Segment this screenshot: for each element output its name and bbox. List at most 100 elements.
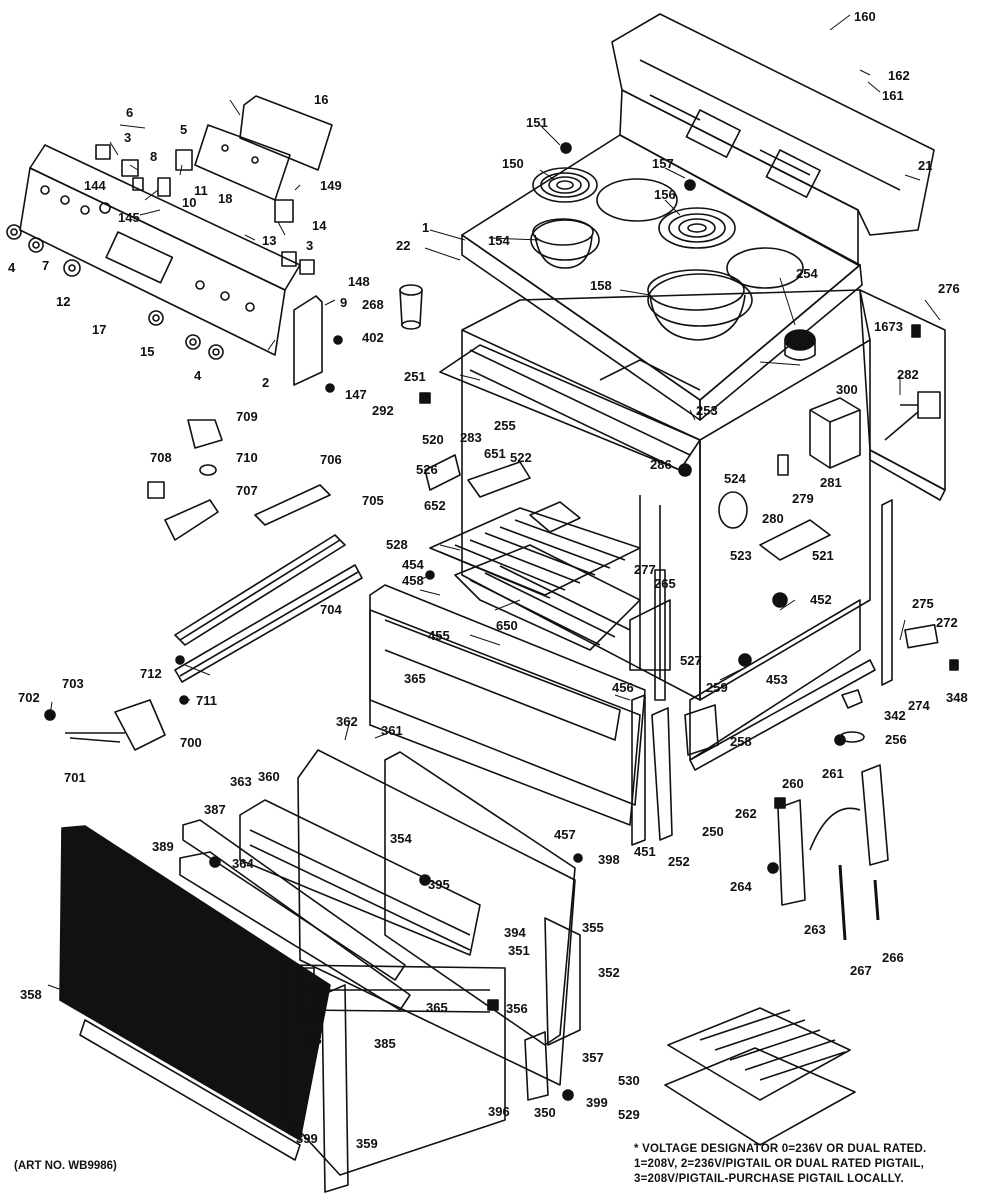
label-160: 160 xyxy=(854,9,876,24)
label-402: 402 xyxy=(362,330,384,345)
label-385: 385 xyxy=(374,1036,396,1051)
label-651: 651 xyxy=(484,446,506,461)
oven-body xyxy=(439,289,871,701)
label-357: 357 xyxy=(582,1050,604,1065)
label-283: 283 xyxy=(460,430,482,445)
part-labels: 1 2 3 3 4 4 5 6 7 8 9 10 11 12 13 14 15 … xyxy=(8,9,968,1151)
door-frame-352 xyxy=(384,751,576,1046)
label-150: 150 xyxy=(502,156,524,171)
thermostat xyxy=(884,391,941,441)
label-451: 451 xyxy=(634,844,656,859)
label-9: 9 xyxy=(340,295,347,310)
label-701: 701 xyxy=(64,770,86,785)
label-8: 8 xyxy=(150,149,157,164)
label-4a: 4 xyxy=(8,260,16,275)
label-705: 705 xyxy=(362,493,384,508)
label-454: 454 xyxy=(402,557,424,572)
surface-unit-150 xyxy=(540,172,590,198)
label-256: 256 xyxy=(885,732,907,747)
footnote-line-2: 1=208V, 2=236V/PIGTAIL OR DUAL RATED PIG… xyxy=(634,1158,924,1170)
label-703: 703 xyxy=(62,676,84,691)
label-251: 251 xyxy=(404,369,426,384)
label-364: 364 xyxy=(232,856,254,871)
voltage-footnote: * VOLTAGE DESIGNATOR 0=236V OR DUAL RATE… xyxy=(634,1142,926,1187)
label-260: 260 xyxy=(782,776,804,791)
label-389: 389 xyxy=(152,839,174,854)
cooktop xyxy=(461,134,863,421)
label-708: 708 xyxy=(150,450,172,465)
door-seal-355 xyxy=(544,917,581,1046)
label-526: 526 xyxy=(416,462,438,477)
oven-door-outer xyxy=(369,584,646,826)
label-15: 15 xyxy=(140,344,154,359)
label-156: 156 xyxy=(654,187,676,202)
side-rails xyxy=(174,484,363,683)
label-22: 22 xyxy=(396,238,410,253)
label-530: 530 xyxy=(618,1073,640,1088)
label-145: 145 xyxy=(118,210,140,225)
label-272: 272 xyxy=(936,615,958,630)
label-452: 452 xyxy=(810,592,832,607)
label-281: 281 xyxy=(820,475,842,490)
label-250: 250 xyxy=(702,824,724,839)
knobs xyxy=(6,224,224,360)
label-12: 12 xyxy=(56,294,70,309)
label-399b: 399 xyxy=(586,1095,608,1110)
label-355: 355 xyxy=(582,920,604,935)
leveler-bracket xyxy=(904,623,939,649)
door-hinge-right xyxy=(777,689,889,941)
broiler-element xyxy=(467,461,531,498)
backsplash xyxy=(611,13,935,266)
label-14: 14 xyxy=(312,218,327,233)
door-lock-assembly xyxy=(147,419,223,541)
label-3a: 3 xyxy=(124,130,131,145)
label-457: 457 xyxy=(554,827,576,842)
label-277: 277 xyxy=(634,562,656,577)
label-276: 276 xyxy=(938,281,960,296)
label-529: 529 xyxy=(618,1107,640,1122)
label-147: 147 xyxy=(345,387,367,402)
label-704: 704 xyxy=(320,602,342,617)
door-handle xyxy=(321,984,349,1193)
label-4b: 4 xyxy=(194,368,202,383)
label-282: 282 xyxy=(897,367,919,382)
label-268: 268 xyxy=(362,297,384,312)
door-outer-panel xyxy=(284,964,506,1176)
oven-light-socket xyxy=(718,491,748,529)
label-13: 13 xyxy=(262,233,276,248)
label-300: 300 xyxy=(836,382,858,397)
label-528: 528 xyxy=(386,537,408,552)
label-252: 252 xyxy=(668,854,690,869)
label-456: 456 xyxy=(612,680,634,695)
label-342: 342 xyxy=(884,708,906,723)
label-399a: 399 xyxy=(296,1131,318,1146)
label-253: 253 xyxy=(696,403,718,418)
door-hinge-bracket xyxy=(424,454,461,491)
label-458: 458 xyxy=(402,573,424,588)
label-351: 351 xyxy=(508,943,530,958)
label-523: 523 xyxy=(730,548,752,563)
label-154: 154 xyxy=(488,233,510,248)
label-148: 148 xyxy=(348,274,370,289)
label-361: 361 xyxy=(381,723,403,738)
label-350: 350 xyxy=(534,1105,556,1120)
label-263: 263 xyxy=(804,922,826,937)
label-455: 455 xyxy=(428,628,450,643)
light-shield xyxy=(759,519,831,561)
label-149: 149 xyxy=(320,178,342,193)
label-254: 254 xyxy=(796,266,818,281)
vent-duct xyxy=(399,284,423,330)
label-520: 520 xyxy=(422,432,444,447)
label-280: 280 xyxy=(762,511,784,526)
label-652: 652 xyxy=(424,498,446,513)
label-527: 527 xyxy=(680,653,702,668)
label-151: 151 xyxy=(526,115,548,130)
switches xyxy=(95,144,315,275)
door-bottom-rail xyxy=(179,851,411,1011)
oven-rack xyxy=(429,507,641,651)
label-650: 650 xyxy=(496,618,518,633)
label-16: 16 xyxy=(314,92,328,107)
terminal-block xyxy=(784,329,816,361)
label-522: 522 xyxy=(510,450,532,465)
label-706: 706 xyxy=(320,452,342,467)
